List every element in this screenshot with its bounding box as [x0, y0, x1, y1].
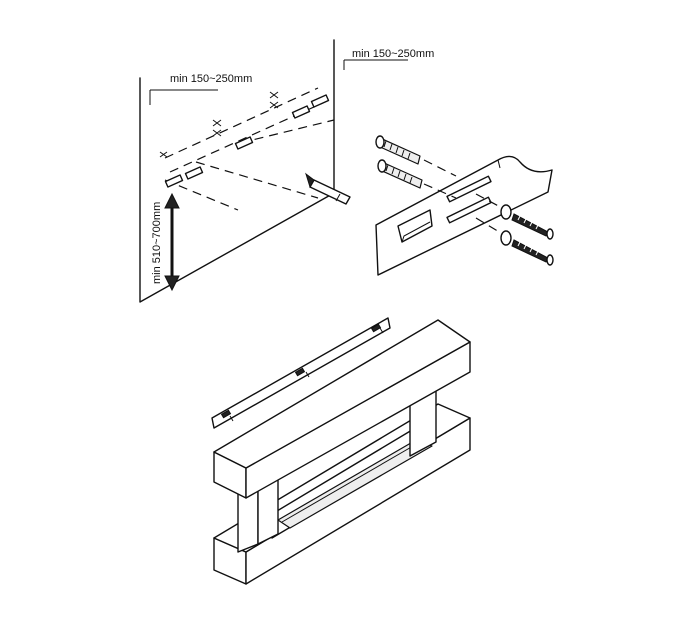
- top-spacing-right-label: min 150~250mm: [352, 48, 434, 60]
- wall-slot-marks: [164, 94, 330, 188]
- slot-mark: [291, 105, 311, 119]
- bracket-slot: [446, 196, 492, 224]
- mounting-line-short: [239, 119, 335, 144]
- mounting-line-left-diag: [164, 179, 239, 211]
- mantel-top: [213, 319, 471, 469]
- wall-plug-icon: [377, 159, 423, 189]
- cross-mark: [269, 101, 279, 109]
- slot-mark: [234, 136, 254, 150]
- drill-cross-marks: [159, 91, 279, 158]
- slot-mark: [164, 174, 184, 188]
- bracket-slot: [446, 175, 492, 203]
- slot-mark: [310, 94, 330, 108]
- height-arrow: [164, 192, 180, 292]
- cross-mark: [212, 129, 222, 137]
- wall-marking-panel: min 150~250mm min 150~250mm: [139, 39, 434, 303]
- screw-icon: [511, 213, 554, 240]
- cross-mark: [269, 91, 279, 99]
- mounting-line-upper: [164, 87, 319, 159]
- wall-plug-icon: [375, 135, 421, 165]
- washer-icon: [500, 204, 512, 220]
- pencil-icon: [305, 172, 351, 205]
- slot-mark: [184, 166, 204, 180]
- bracket-hook: [397, 209, 433, 243]
- top-spacing-left-label: min 150~250mm: [170, 73, 252, 85]
- screw-icon: [511, 239, 554, 266]
- cross-mark: [159, 151, 168, 158]
- wall-outline: [139, 39, 335, 303]
- fireplace-mounting-panel: [211, 317, 471, 585]
- washer-icon: [500, 230, 512, 246]
- firebox-tray: [277, 439, 433, 529]
- bracket-hardware-panel: [375, 135, 554, 276]
- floor-height-label: min 510~700mm: [151, 202, 163, 284]
- cross-mark: [212, 119, 222, 127]
- mounting-line-right-diag: [195, 161, 319, 199]
